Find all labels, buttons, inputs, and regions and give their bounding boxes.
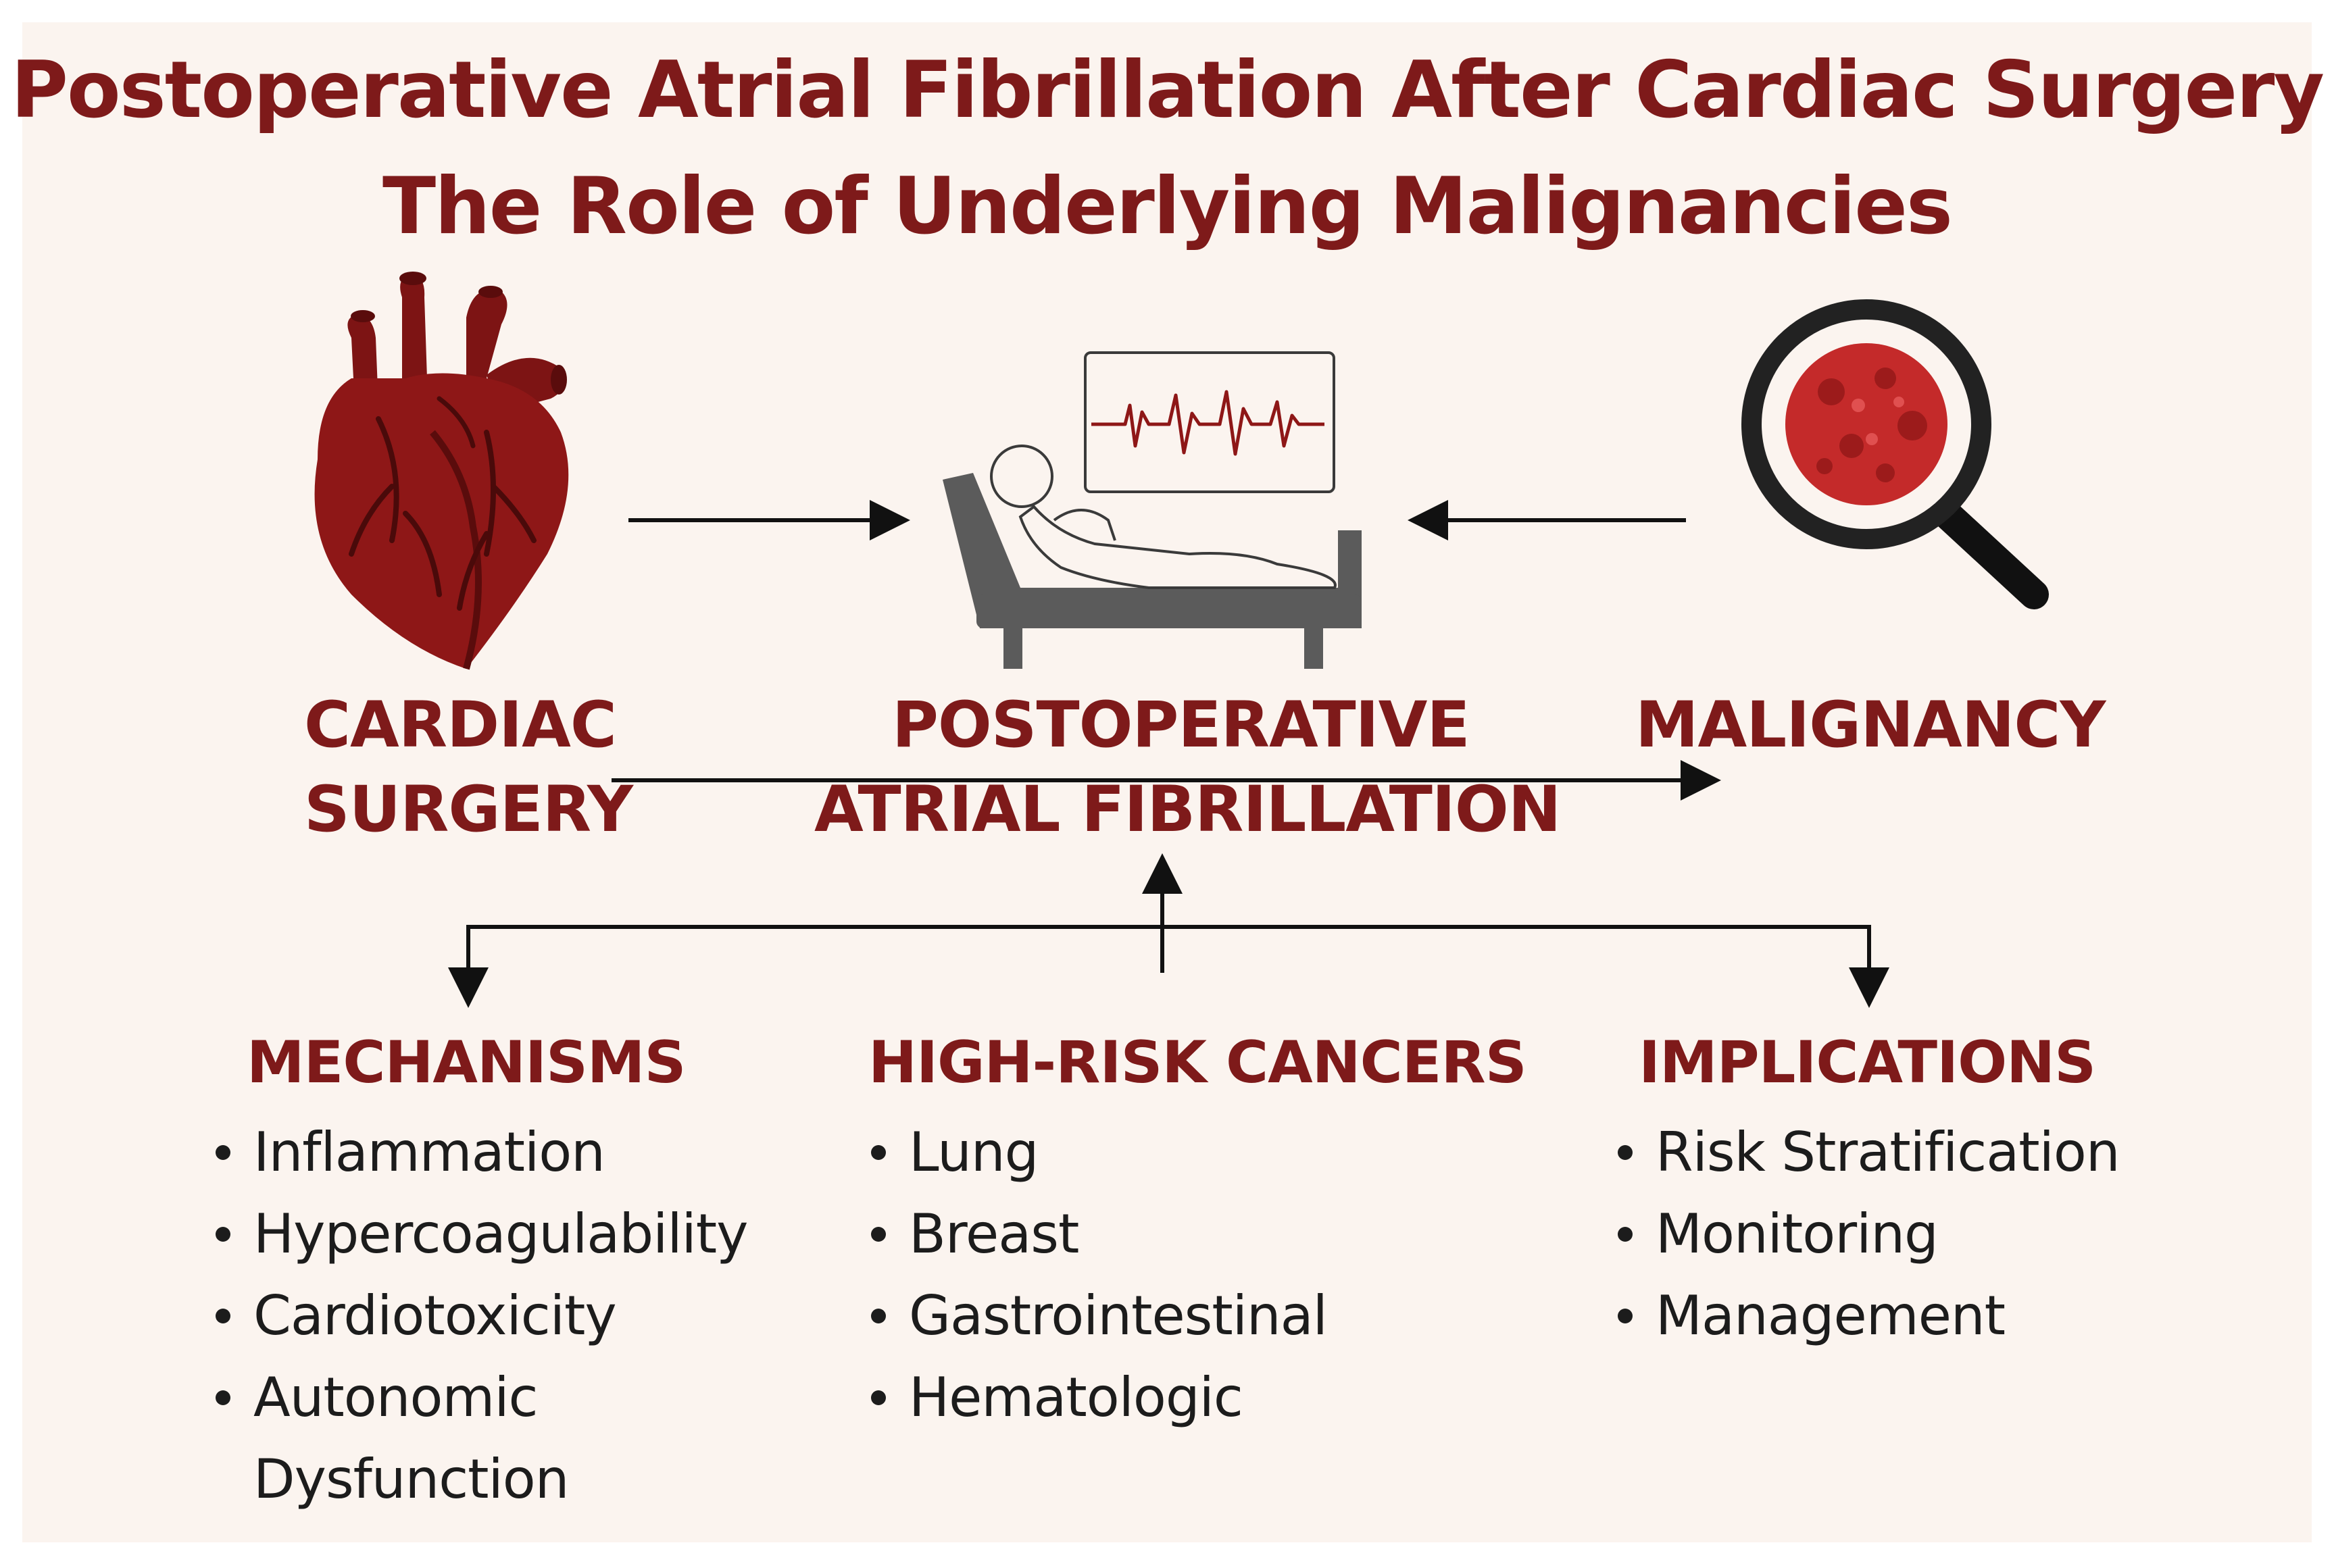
list-item: Lung — [862, 1111, 1327, 1193]
label-cardiac-surgery-line2: SURGERY — [304, 773, 633, 846]
list-item: Monitoring — [1608, 1193, 2120, 1275]
label-malignancy: MALIGNANCY — [1635, 688, 2106, 762]
ecg-monitor-icon — [1084, 351, 1335, 493]
title-line-2: The Role of Underlying Malignancies — [382, 161, 1953, 252]
list-item: Autonomic Dysfunction — [206, 1357, 726, 1520]
implications-list: Risk Stratification Monitoring Managemen… — [1608, 1111, 2120, 1357]
list-item: Hematologic — [862, 1357, 1327, 1438]
branch-connector — [466, 925, 1871, 996]
list-item: Cardiotoxicity — [206, 1275, 801, 1357]
implications-title: IMPLICATIONS — [1639, 1029, 2096, 1096]
list-item: Breast — [862, 1193, 1327, 1275]
label-poaf-line1: POSTOPERATIVE — [892, 688, 1470, 762]
mechanisms-title: MECHANISMS — [247, 1029, 686, 1096]
list-item: Hypercoagulability — [206, 1193, 801, 1275]
cancers-list: Lung Breast Gastrointestinal Hematologic — [862, 1111, 1328, 1438]
list-item: Risk Stratification — [1608, 1111, 2120, 1193]
title-line-1: Postoperative Atrial Fibrillation After … — [11, 45, 2325, 136]
list-item: Management — [1608, 1275, 2120, 1357]
mechanisms-list: Inflammation Hypercoagulability Cardioto… — [206, 1111, 801, 1520]
label-poaf-line2: ATRIAL FIBRILLATION — [814, 773, 1561, 846]
list-item: Inflammation — [206, 1111, 801, 1193]
cancers-title: HIGH-RISK CANCERS — [868, 1029, 1527, 1096]
label-cardiac-surgery-line1: CARDIAC — [304, 688, 617, 762]
list-item: Gastrointestinal — [862, 1275, 1328, 1357]
